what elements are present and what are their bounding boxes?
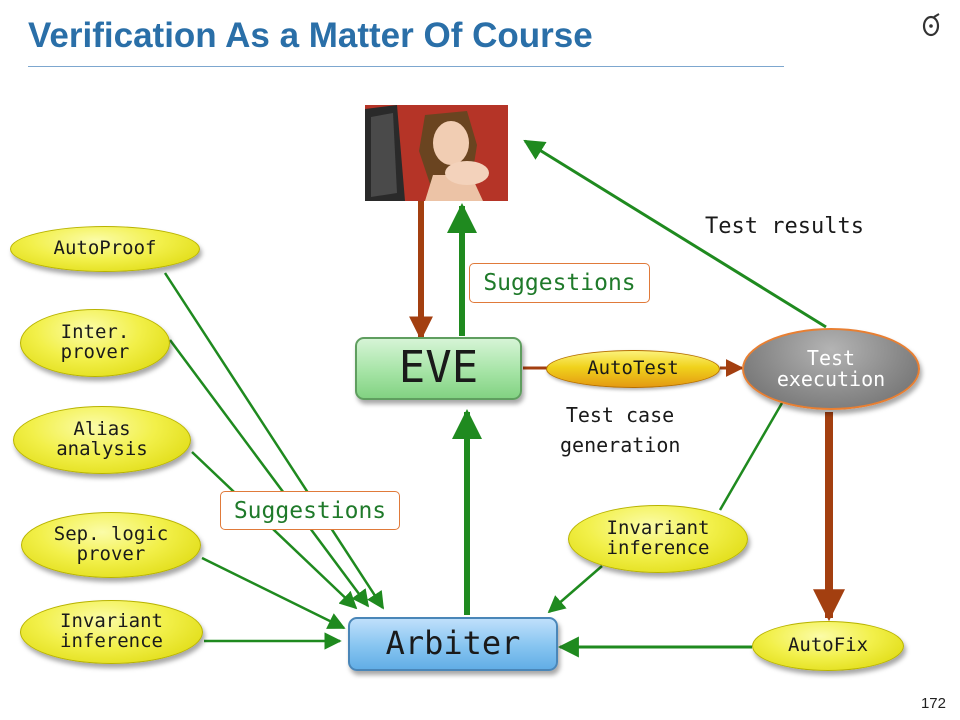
node-autofix: AutoFix [752,621,904,671]
node-arbiter-label: Arbiter [385,624,521,663]
test-case-generation-label: Test case generation [560,400,680,460]
node-test-execution-line1: Test [806,346,856,370]
eiffel-logo-icon [922,13,940,37]
node-inter-prover: Inter.prover [20,309,170,377]
node-autotest: AutoTest [546,350,720,388]
arrow-interprover-arbiter [168,339,370,608]
node-autoproof: AutoProof [10,226,200,272]
node-eve: EVE [355,337,522,400]
node-autofix-label: AutoFix [787,634,869,657]
arrow-testexec-user [523,139,827,329]
arrow-invinf-right-arbiter [547,565,603,614]
node-inter-prover-line1: Inter. [60,321,130,344]
user-photo [365,105,508,201]
test-case-generation-line2: generation [560,433,681,457]
connector-testexec-invinf [718,402,784,511]
node-autotest-label: AutoTest [587,357,679,380]
slide-title: Verification As a Matter Of Course [28,16,593,55]
node-alias-analysis-line2: analysis [56,438,148,460]
node-arbiter: Arbiter [348,617,558,671]
arrow-seplogic-arbiter [201,556,346,630]
node-eve-label: EVE [398,342,479,394]
test-case-generation-line1: Test case [565,403,675,427]
title-divider [28,66,784,67]
node-alias-analysis-line1: Alias [73,418,131,441]
arrow-alias-arbiter [191,451,358,610]
node-inter-prover-line2: prover [60,341,130,363]
node-test-execution-line2: execution [776,367,886,391]
arrow-autoproof-arbiter [163,272,385,610]
node-invariant-inference-left-line1: Invariant [60,610,163,633]
node-invariant-inference-right-line1: Invariant [606,517,710,540]
node-invariant-inference-left-line2: inference [60,630,163,652]
node-autoproof-label: AutoProof [53,237,157,260]
node-sep-logic-prover-line1: Sep. logic [53,523,169,546]
page-number: 172 [920,695,946,712]
node-sep-logic-prover-line2: prover [76,543,146,565]
suggestions-left-label: Suggestions [220,491,400,530]
node-invariant-inference-right-line2: inference [606,537,710,559]
suggestions-top-label: Suggestions [469,263,650,303]
test-results-label: Test results [705,214,864,239]
